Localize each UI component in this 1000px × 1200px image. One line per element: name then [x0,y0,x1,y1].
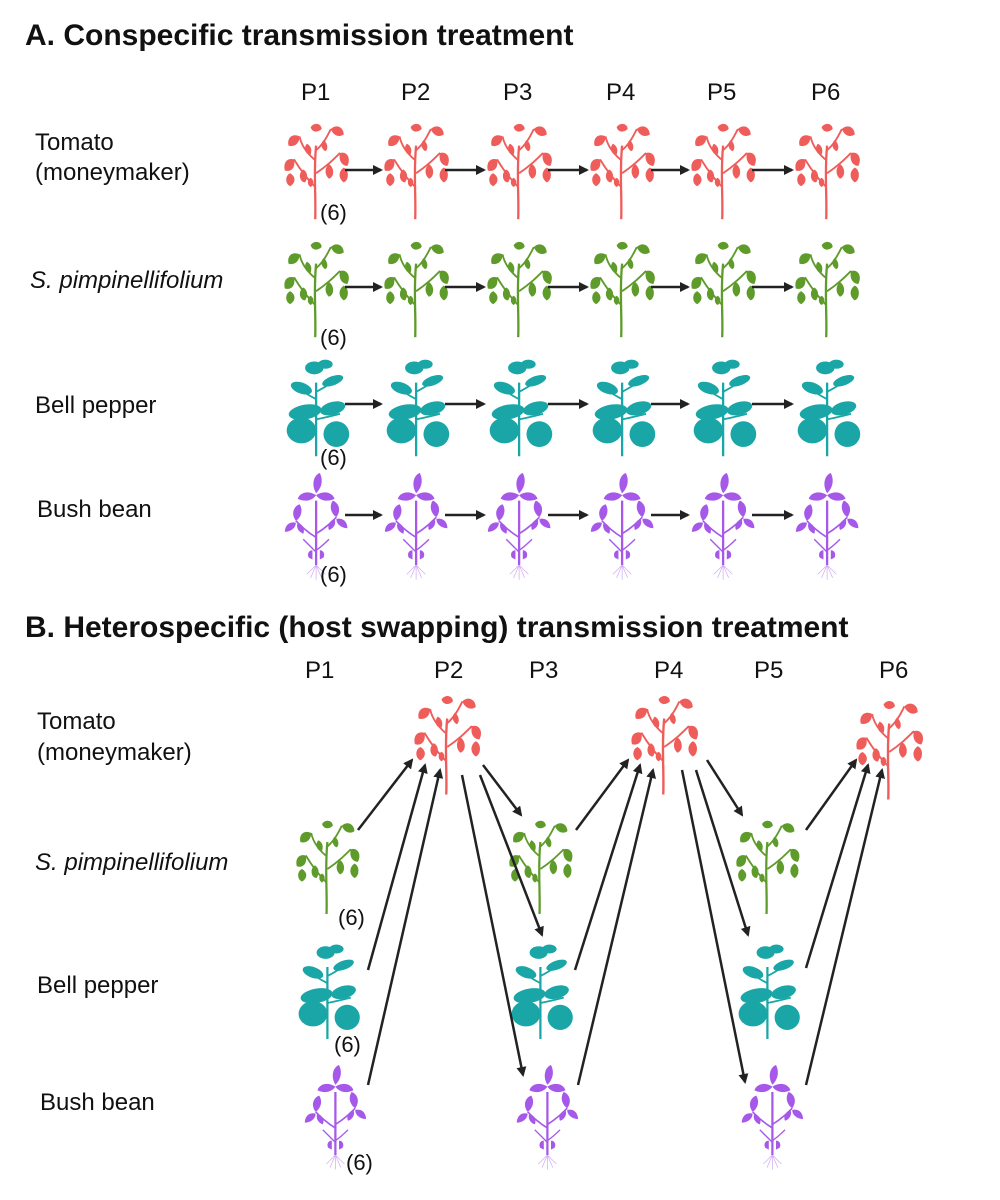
panel-b-title: B. Heterospecific (host swapping) transm… [25,611,849,644]
transmission-arrow [482,764,523,817]
pepper-plant-icon [692,358,758,458]
row-label-tomato: Tomato [35,129,114,156]
bean-plant-icon [515,1063,580,1171]
transmission-arrow [694,769,751,937]
tomato-plant-icon [413,694,483,796]
panel-a-counts: (6) (6) (6) (6) [320,200,347,587]
panel-a-row-labels: Tomato (moneymaker) S. pimpinellifolium … [30,129,223,523]
panel-a-passage-label: P4 [606,79,635,106]
tomato-plant-icon [589,122,656,221]
transmission-arrow [804,768,885,1086]
panel-a-arrows [345,165,794,520]
transmission-arrow [576,768,657,1086]
panel-b-passage-label: P4 [654,657,683,684]
pepper-plant-icon [488,358,554,458]
transmission-arrow [478,774,544,937]
pepper-plant-icon [737,943,801,1041]
pimpinellifolium-plant-icon [508,819,574,916]
pimpinellifolium-plant-icon [383,240,450,339]
pepper-plant-icon [796,358,862,458]
row-label-bush-bean: Bush bean [37,496,152,523]
pepper-plant-icon [285,358,351,458]
bean-plant-icon [383,471,449,581]
panel-a-passage-labels: P1 P2 P3 P4 P5 P6 [301,79,840,106]
pimpinellifolium-plant-icon [295,819,361,916]
panel-a-title: A. Conspecific transmission treatment [25,19,573,52]
pimpinellifolium-plant-icon [589,240,656,339]
panel-b: B. Heterospecific (host swapping) transm… [25,611,925,1175]
panel-b-arrows [357,758,885,1086]
panel-a-passage-label: P2 [401,79,430,106]
pimpinellifolium-plant-icon [735,819,801,916]
row-label-tomato: Tomato [37,708,116,735]
panel-a-passage-label: P1 [301,79,330,106]
tomato-plant-icon [690,122,757,221]
bean-plant-icon [794,471,860,581]
transmission-arrow [366,768,444,1086]
row-label-bell-pepper: Bell pepper [35,392,156,419]
pimpinellifolium-plant-icon [283,240,350,339]
bean-plant-icon [486,471,552,581]
panel-a-plants [283,122,862,581]
row-label-tomato-cultivar: (moneymaker) [37,739,192,766]
replicate-count: (6) [346,1150,373,1175]
panel-b-passage-label: P5 [754,657,783,684]
bean-plant-icon [690,471,756,581]
row-label-pimpinellifolium: S. pimpinellifolium [35,849,228,876]
tomato-plant-icon [855,699,925,801]
panel-b-passage-labels: P1 P2 P3 P4 P5 P6 [305,657,908,684]
replicate-count: (6) [320,200,347,225]
panel-b-passage-label: P1 [305,657,334,684]
panel-b-passage-label: P6 [879,657,908,684]
pimpinellifolium-plant-icon [486,240,553,339]
transmission-arrow [804,758,858,831]
replicate-count: (6) [334,1032,361,1057]
panel-b-passage-label: P3 [529,657,558,684]
panel-b-row-labels: Tomato (moneymaker) S. pimpinellifolium … [35,708,228,1116]
replicate-count: (6) [320,445,347,470]
pimpinellifolium-plant-icon [690,240,757,339]
pepper-plant-icon [297,943,361,1041]
tomato-plant-icon [794,122,861,221]
replicate-count: (6) [338,905,365,930]
panel-a-passage-label: P6 [811,79,840,106]
transmission-arrow [705,759,744,817]
panel-a-passage-label: P3 [503,79,532,106]
row-label-bush-bean: Bush bean [40,1089,155,1116]
pepper-plant-icon [591,358,657,458]
transmission-arrow [357,758,414,831]
panel-a: A. Conspecific transmission treatment P1… [25,19,862,587]
transmission-arrow [804,763,871,969]
tomato-plant-icon [383,122,450,221]
row-label-bell-pepper: Bell pepper [37,972,158,999]
pepper-plant-icon [510,943,574,1041]
row-label-tomato-cultivar: (moneymaker) [35,159,190,186]
tomato-plant-icon [630,694,700,796]
transmission-arrow [573,763,643,971]
replicate-count: (6) [320,325,347,350]
panel-b-plants [295,694,925,1171]
pepper-plant-icon [385,358,451,458]
transmission-arrow [574,758,630,831]
replicate-count: (6) [320,562,347,587]
bean-plant-icon [589,471,655,581]
bean-plant-icon [740,1063,805,1171]
pimpinellifolium-plant-icon [794,240,861,339]
transmission-arrow [366,763,428,971]
panel-a-passage-label: P5 [707,79,736,106]
panel-b-counts: (6) (6) (6) [334,905,373,1175]
row-label-pimpinellifolium: S. pimpinellifolium [30,267,223,294]
transmission-arrow [460,774,527,1077]
transmission-arrow [680,769,749,1084]
tomato-plant-icon [486,122,553,221]
panel-b-passage-label: P2 [434,657,463,684]
